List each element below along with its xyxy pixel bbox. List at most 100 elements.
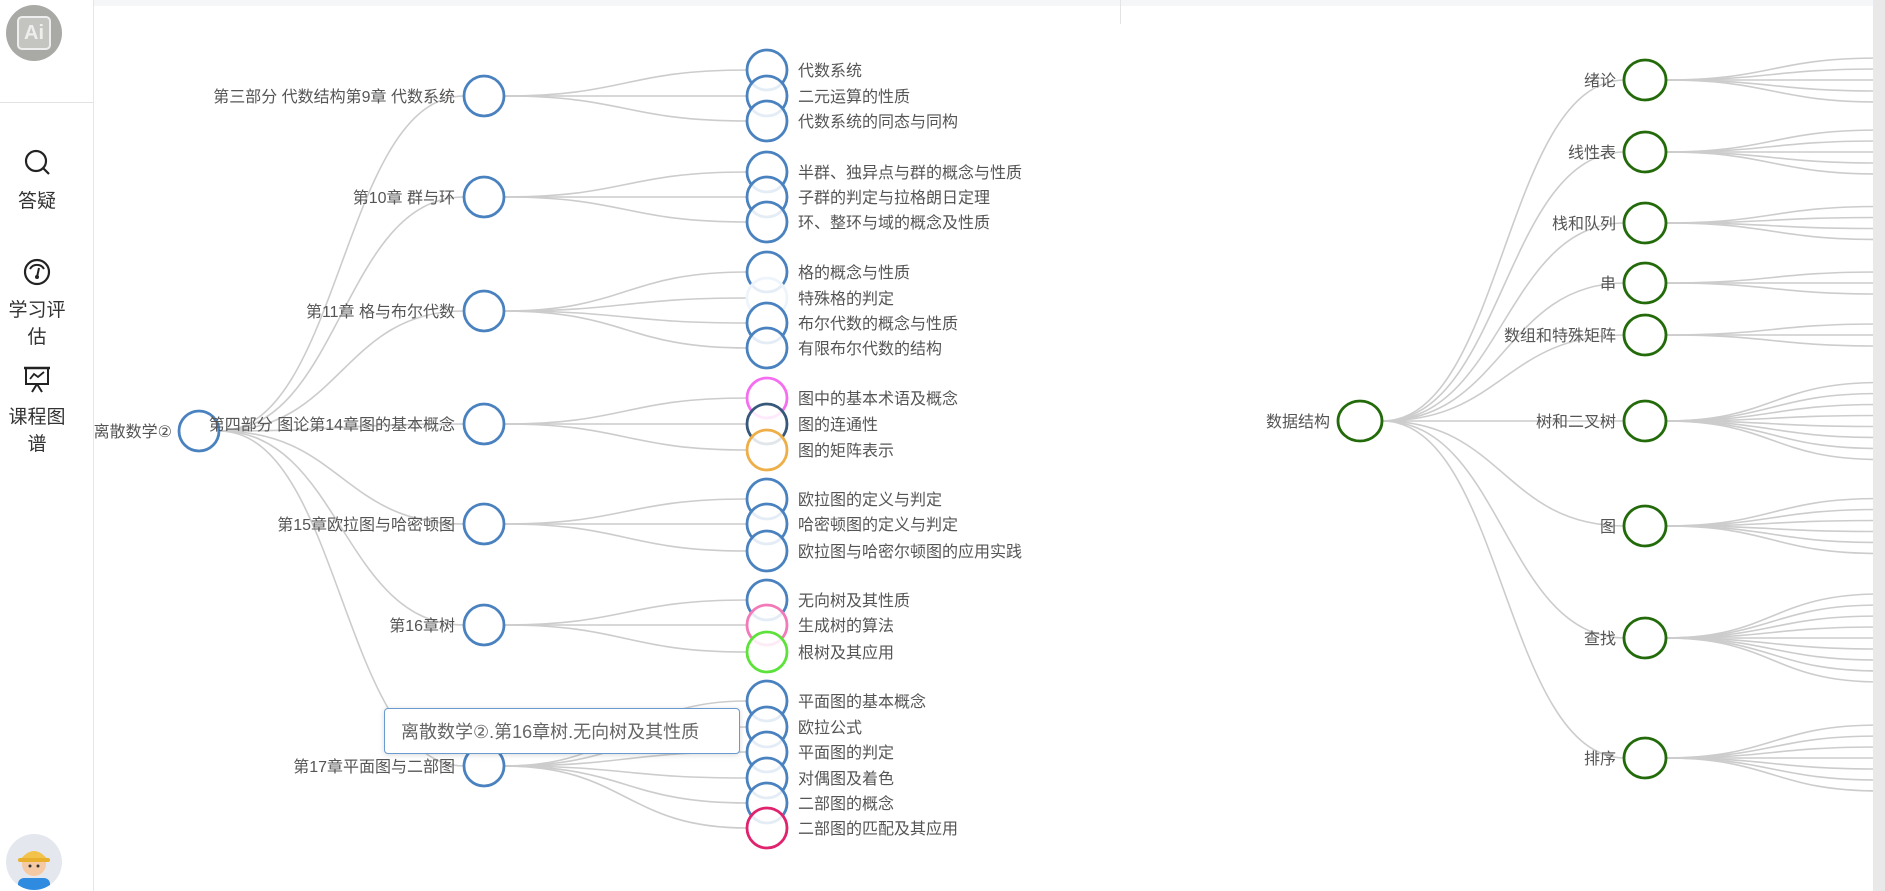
presentation-chart-icon bbox=[24, 366, 50, 393]
sidebar-item-label: 答疑 bbox=[17, 191, 56, 212]
topic-node[interactable] bbox=[745, 200, 789, 244]
topic-node-label: 图中的基本术语及概念 bbox=[798, 389, 958, 408]
topic-node-label: 布尔代数的概念与性质 bbox=[798, 314, 958, 333]
scrollbar[interactable] bbox=[1873, 0, 1885, 891]
chapter-node[interactable] bbox=[1622, 616, 1668, 660]
topic-node-label: 图的连通性 bbox=[798, 416, 878, 434]
tree-edge bbox=[503, 271, 748, 312]
chapter-node[interactable] bbox=[1622, 399, 1668, 443]
ai-logo-text: Ai bbox=[17, 16, 51, 50]
topic-node[interactable] bbox=[745, 630, 789, 674]
chapter-node-label: 第16章树 bbox=[389, 617, 455, 635]
topic-node-label: 平面图的基本概念 bbox=[798, 692, 926, 711]
chapter-node[interactable] bbox=[1622, 736, 1668, 780]
chapter-node[interactable] bbox=[462, 402, 506, 446]
tree-edge bbox=[1664, 420, 1881, 461]
tree-edge bbox=[1664, 525, 1881, 555]
chapter-node[interactable] bbox=[462, 502, 506, 546]
tree-edge bbox=[218, 423, 465, 432]
topic-node[interactable] bbox=[745, 806, 789, 850]
topic-node-label: 二部图的概念 bbox=[798, 794, 894, 813]
ai-logo[interactable]: Ai bbox=[6, 5, 62, 61]
tree-edge bbox=[218, 95, 465, 432]
root-node[interactable] bbox=[1336, 399, 1384, 443]
tree-edge bbox=[218, 196, 465, 432]
chapter-node[interactable] bbox=[1622, 130, 1668, 174]
tree-edge bbox=[503, 397, 748, 425]
chapter-node-label: 排序 bbox=[1584, 750, 1616, 768]
topic-node[interactable] bbox=[745, 529, 789, 573]
tree-edge bbox=[1381, 79, 1626, 422]
tree-edge bbox=[503, 171, 748, 198]
tree-edge bbox=[218, 430, 465, 626]
chapter-node-label: 数组和特殊矩阵 bbox=[1504, 327, 1616, 345]
topic-node-label: 平面图的判定 bbox=[798, 744, 894, 762]
topic-node-label: 子群的判定与拉格朗日定理 bbox=[798, 189, 990, 207]
chapter-node[interactable] bbox=[462, 603, 506, 647]
chapter-node[interactable] bbox=[462, 74, 506, 118]
tree-edge bbox=[1381, 222, 1626, 422]
tree-edge bbox=[1664, 151, 1881, 175]
sidebar-item-course-graph[interactable]: 课程图谱 bbox=[0, 364, 74, 456]
topic-node-label: 半群、独异点与群的概念与性质 bbox=[798, 163, 1022, 182]
topic-node-label: 对偶图及着色 bbox=[798, 770, 894, 788]
top-bar bbox=[94, 0, 1885, 6]
tree-edge bbox=[1664, 414, 1881, 422]
sidebar-item-qa[interactable]: 答疑 bbox=[0, 148, 74, 213]
tree-edge bbox=[503, 599, 748, 626]
chapter-node[interactable] bbox=[462, 175, 506, 219]
sidebar-item-assessment[interactable]: 学习评估 bbox=[0, 257, 74, 349]
tree-edge bbox=[218, 310, 465, 432]
tree-edge bbox=[503, 69, 748, 97]
tree-edge bbox=[1664, 637, 1881, 683]
topic-node-label: 图的矩阵表示 bbox=[798, 442, 894, 460]
tree-edge bbox=[1664, 79, 1881, 92]
chapter-node-label: 栈和队列 bbox=[1552, 215, 1616, 233]
chapter-node-label: 树和二叉树 bbox=[1536, 413, 1616, 431]
tree-edge bbox=[1664, 757, 1881, 792]
chapter-node[interactable] bbox=[1622, 313, 1668, 357]
chapter-node[interactable] bbox=[1622, 58, 1668, 102]
user-avatar[interactable] bbox=[6, 834, 62, 890]
sidebar-divider bbox=[0, 102, 93, 103]
root-node-label: 数据结构 bbox=[1266, 413, 1330, 431]
root-node-label: 离散数学② bbox=[94, 423, 172, 441]
tree-edge bbox=[1381, 420, 1626, 527]
tree-edge bbox=[218, 430, 465, 525]
tree-edge bbox=[1664, 271, 1881, 284]
sidebar-item-label: 学习评估 bbox=[8, 300, 66, 348]
chapter-node[interactable] bbox=[1622, 201, 1668, 245]
tree-edge bbox=[503, 765, 748, 779]
avatar-illustration bbox=[18, 851, 50, 890]
topic-node-label: 哈密顿图的定义与判定 bbox=[798, 516, 958, 534]
tree-edge bbox=[1381, 282, 1626, 422]
chapter-node-label: 第11章 格与布尔代数 bbox=[306, 303, 455, 321]
gauge-icon bbox=[23, 258, 51, 286]
chapter-node-label: 第三部分 代数结构第9章 代数系统 bbox=[213, 88, 455, 106]
chapter-node[interactable] bbox=[1622, 504, 1668, 548]
topic-node[interactable] bbox=[745, 428, 789, 472]
topic-node-label: 根树及其应用 bbox=[798, 643, 894, 662]
topic-node-label: 生成树的算法 bbox=[798, 616, 894, 635]
topic-node-label: 欧拉图的定义与判定 bbox=[798, 491, 942, 509]
chapter-node-label: 第四部分 图论第14章图的基本概念 bbox=[209, 415, 455, 434]
tree-edge bbox=[503, 624, 748, 653]
root-node[interactable] bbox=[177, 409, 221, 453]
tree-edge bbox=[1664, 140, 1881, 153]
topic-node-label: 环、整环与域的概念及性质 bbox=[798, 213, 990, 232]
chapter-node[interactable] bbox=[1622, 261, 1668, 305]
chapter-node-label: 第15章欧拉图与哈密顿图 bbox=[277, 516, 455, 534]
tree-edge bbox=[503, 498, 748, 525]
topic-node[interactable] bbox=[745, 326, 789, 370]
topic-node-label: 欧拉图与哈密尔顿图的应用实践 bbox=[798, 542, 1022, 561]
topic-node[interactable] bbox=[745, 99, 789, 143]
chapter-node[interactable] bbox=[462, 289, 506, 333]
tree-edge bbox=[1664, 151, 1881, 164]
tree-edge bbox=[1381, 420, 1626, 639]
chapter-node-label: 串 bbox=[1600, 275, 1616, 293]
tree-edge bbox=[503, 310, 748, 324]
tree-edge bbox=[1664, 323, 1881, 336]
chapter-node-label: 线性表 bbox=[1568, 144, 1616, 162]
tree-edge bbox=[1664, 497, 1881, 527]
